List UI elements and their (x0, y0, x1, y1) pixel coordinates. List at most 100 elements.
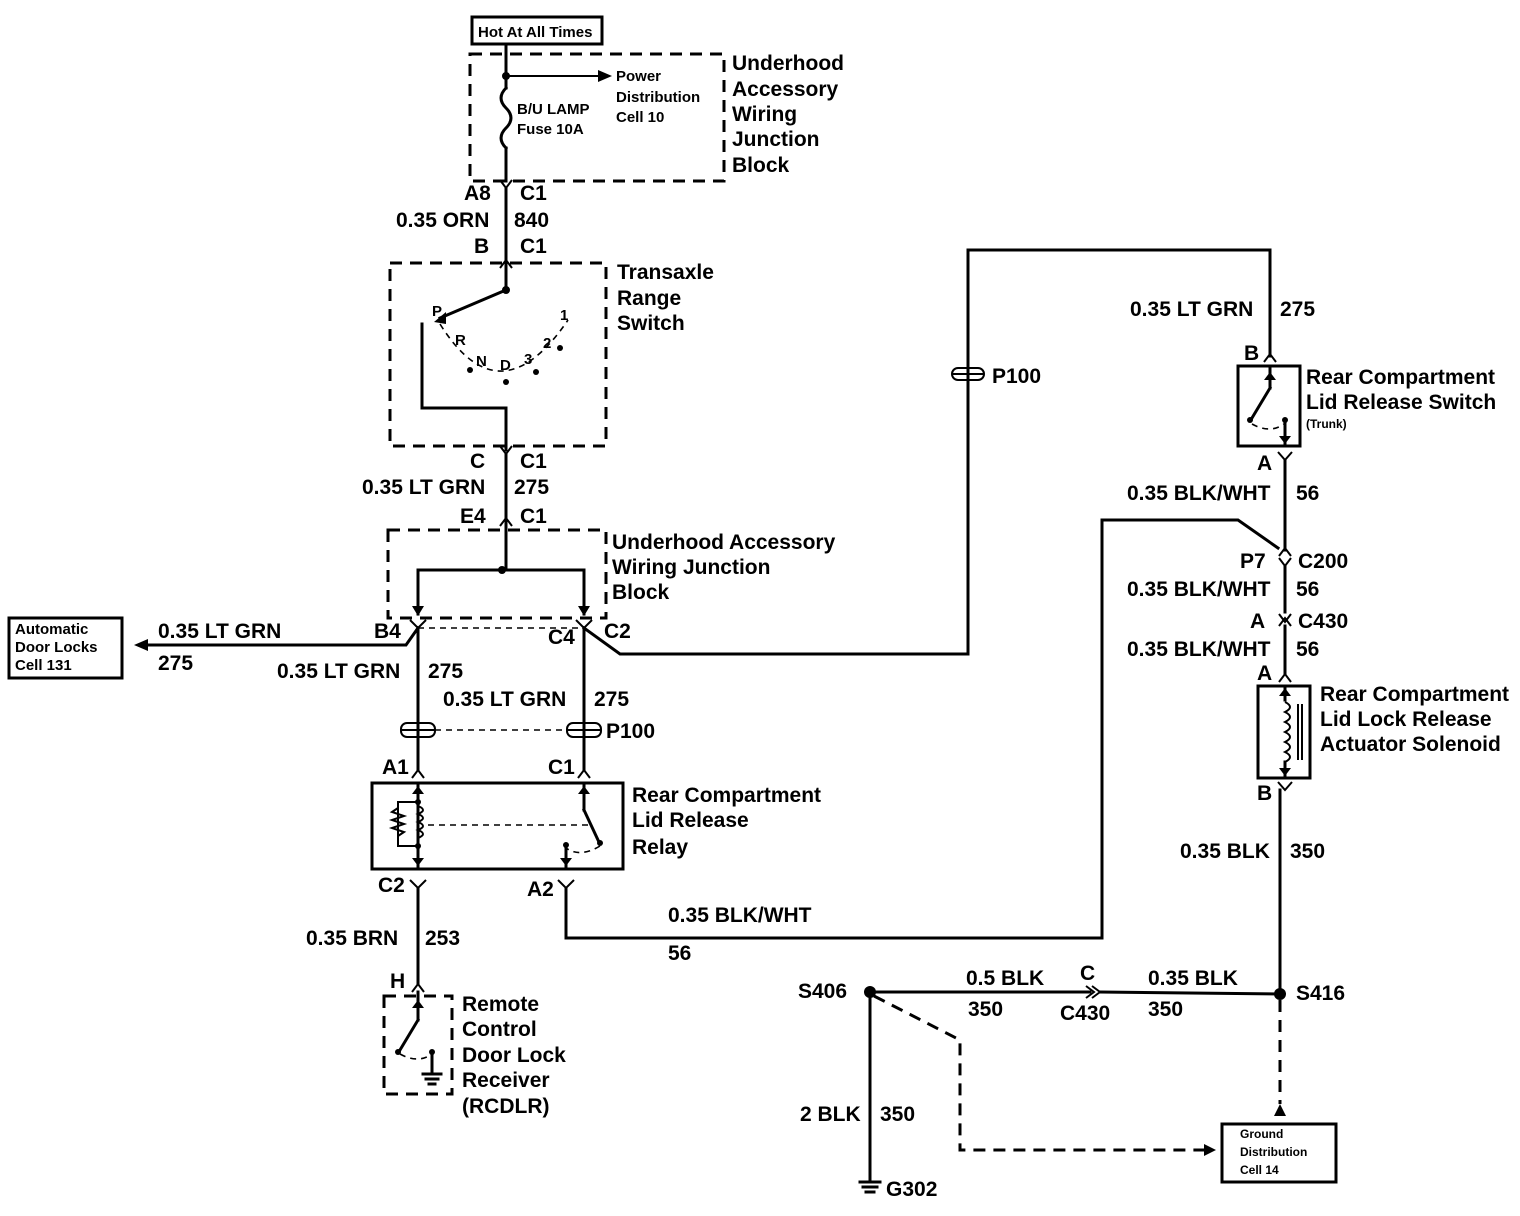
wire-275-b (144, 625, 421, 647)
wire-275-d-gauge: 0.35 LT GRN (443, 688, 566, 711)
pin-a1: A1 (382, 756, 409, 779)
trs-label-2: Range (617, 287, 681, 310)
switch-label-1: Rear Compartment (1306, 366, 1495, 389)
connector-c2-uawjb2: C2 (604, 620, 631, 643)
arrow-icon (134, 639, 148, 651)
switch-label-2: Lid Release Switch (1306, 391, 1496, 414)
p100-lower: P100 (606, 720, 655, 743)
fuse-label-2: Fuse 10A (517, 121, 584, 138)
relay-label-1: Rear Compartment (632, 784, 821, 807)
pin-c-c430: C (1080, 962, 1095, 985)
relay-coil-resistor-frame (397, 801, 418, 847)
wire-56-a-gauge: 0.35 BLK/WHT (1127, 482, 1271, 505)
pin-a8: A8 (464, 182, 491, 205)
sol-label-3: Actuator Solenoid (1320, 733, 1501, 756)
wire-275-e-gauge: 0.35 LT GRN (1130, 298, 1253, 321)
pin-a-switch: A (1257, 452, 1272, 475)
wire-56-a-circuit: 56 (1296, 482, 1319, 505)
connector-c430-bottom: C430 (1060, 1002, 1110, 1025)
pin-b4: B4 (374, 620, 401, 643)
sol-label-1: Rear Compartment (1320, 683, 1509, 706)
connector-c1: C1 (520, 182, 547, 205)
uawjb2-label-1: Underhood Accessory (612, 531, 836, 554)
pin-h-rcdlr: H (390, 970, 405, 993)
uawjb2-bus (416, 568, 586, 616)
rcdlr-label-1: Remote (462, 993, 539, 1016)
pos-3: 3 (524, 351, 532, 368)
uawjb2-label-3: Block (612, 581, 670, 604)
auto-locks-label-2: Door Locks (15, 639, 98, 656)
arrow-icon (598, 70, 612, 82)
pos-2: 2 (543, 335, 551, 352)
wire-275-b-gauge: 0.35 LT GRN (158, 620, 281, 643)
relay-label-3: Relay (632, 836, 688, 859)
relay-resistor (388, 807, 408, 837)
splice-s416-label: S416 (1296, 982, 1345, 1005)
pin-c2-relay: C2 (378, 874, 405, 897)
wire-275-b-circuit: 275 (158, 652, 193, 675)
switch-arm (1249, 385, 1273, 421)
sol-label-2: Lid Lock Release (1320, 708, 1492, 731)
wire-350-c-circuit: 350 (1148, 998, 1183, 1021)
arrow-icon (578, 606, 590, 616)
wire-350-d-circuit: 350 (880, 1103, 915, 1126)
ground-dist-label-2: Distribution (1240, 1145, 1307, 1159)
pos-d: D (500, 357, 511, 374)
wire-840-gauge: 0.35 ORN (396, 209, 489, 232)
uawjb1-label-3: Wiring (732, 103, 797, 126)
arrow-icon (434, 312, 446, 324)
pin-p7: P7 (1240, 550, 1266, 573)
wire-840-circuit: 840 (514, 209, 549, 232)
rcdlr-switch-arm (397, 1017, 421, 1053)
pin-a2-relay: A2 (527, 878, 554, 901)
auto-locks-label-3: Cell 131 (15, 657, 72, 674)
rcdlr-label-2: Control (462, 1018, 537, 1041)
connector-c1-uawjb2: C1 (520, 505, 547, 528)
wire-56-bottom (564, 518, 1281, 940)
solenoid-coil (1282, 701, 1291, 763)
pos-r: R (455, 332, 466, 349)
pos-n: N (476, 353, 487, 370)
connector-c1-trs-top: C1 (520, 235, 547, 258)
uawjb1-label-5: Block (732, 154, 790, 177)
ground-dist-label-3: Cell 14 (1240, 1163, 1279, 1177)
uawjb1-label-2: Accessory (732, 78, 839, 101)
hot-at-all-times-label: Hot At All Times (478, 24, 592, 41)
wire-275-c-gauge: 0.35 LT GRN (277, 660, 400, 683)
pin-a-c430: A (1250, 610, 1265, 633)
arrow-icon (412, 606, 424, 616)
switch-output-wire (420, 322, 508, 452)
ground-dist-label-1: Ground (1240, 1127, 1283, 1141)
pin-b-switch: B (1244, 342, 1259, 365)
connector-c1-relay: C1 (548, 756, 575, 779)
uawjb1-label-4: Junction (732, 128, 820, 151)
relay-coil (415, 805, 424, 839)
pin-c4: C4 (548, 626, 575, 649)
arrow-icon (1204, 1144, 1216, 1156)
wire-56-c-gauge: 0.35 BLK/WHT (1127, 638, 1271, 661)
switch-position-arc (439, 319, 569, 372)
wire-56-b-circuit: 56 (1296, 578, 1319, 601)
wire-275-a-gauge: 0.35 LT GRN (362, 476, 485, 499)
p100-upper: P100 (992, 365, 1041, 388)
power-dist-label-2: Distribution (616, 89, 700, 106)
pin-a-sol: A (1257, 662, 1272, 685)
auto-locks-label-1: Automatic (15, 621, 88, 638)
connector-c430-right: C430 (1298, 610, 1348, 633)
ground-g302-label: G302 (886, 1178, 937, 1201)
wire-253-circuit: 253 (425, 927, 460, 950)
switch-label-3: (Trunk) (1306, 417, 1347, 431)
pin-b-sol: B (1257, 782, 1272, 805)
splice-s406-label: S406 (798, 980, 847, 1003)
wire-350-c (1098, 990, 1282, 996)
splice-s416 (1274, 988, 1286, 1000)
wire-56-c-circuit: 56 (1296, 638, 1319, 661)
automatic-door-locks-box (7, 616, 124, 680)
wire-350-b-gauge: 0.5 BLK (966, 967, 1044, 990)
trs-label-3: Switch (617, 312, 685, 335)
arrow-icon (1274, 1104, 1286, 1116)
wire-275-d-circuit: 275 (594, 688, 629, 711)
pin-c-trs: C (470, 450, 485, 473)
rear-compartment-lid-release-relay-box (370, 781, 625, 871)
